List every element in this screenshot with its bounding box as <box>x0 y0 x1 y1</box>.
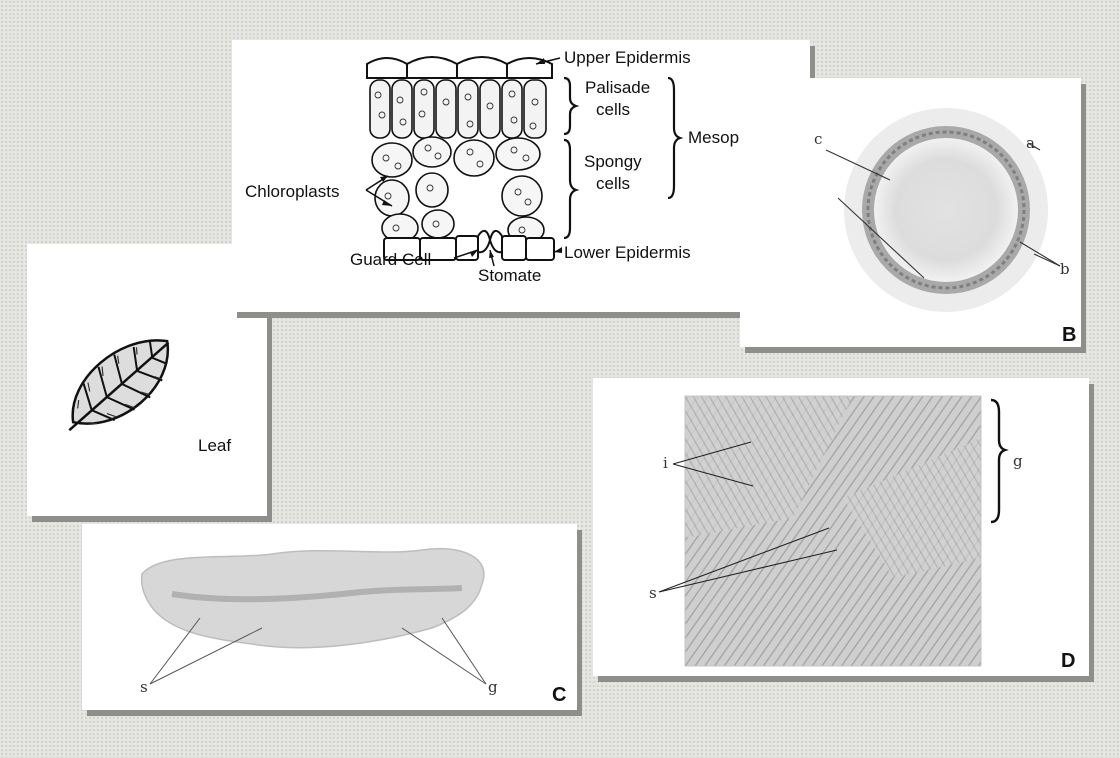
label-palisade: Palisade <box>585 78 650 98</box>
label-upper-epidermis: Upper Epidermis <box>564 48 691 68</box>
label-c-s: s <box>140 678 148 696</box>
label-lower-epidermis: Lower Epidermis <box>564 243 691 263</box>
label-chloroplasts: Chloroplasts <box>245 182 340 202</box>
leaf-illustration <box>27 244 267 516</box>
label-d-i: i <box>663 454 668 472</box>
label-palisade-cells: cells <box>596 100 630 120</box>
leaf-panel: Leaf <box>27 244 267 516</box>
panel-b: c a b B <box>740 78 1081 347</box>
panel-c: s g C <box>82 524 577 710</box>
cross-section-micrograph <box>740 78 1081 347</box>
label-spongy-cells: cells <box>596 174 630 194</box>
label-b-c: c <box>814 130 822 148</box>
leaf-label: Leaf <box>198 436 231 456</box>
label-d-s: s <box>649 584 657 602</box>
label-b-b: b <box>1060 260 1070 278</box>
section-micrograph-c <box>82 524 577 710</box>
panel-letter-d: D <box>1061 650 1075 673</box>
label-b-a: a <box>1026 134 1035 152</box>
panel-d: i g s D <box>593 378 1089 676</box>
label-spongy: Spongy <box>584 152 642 172</box>
panel-letter-b: B <box>1062 324 1076 347</box>
label-d-g: g <box>1013 452 1023 470</box>
label-guard-cell: Guard Cell <box>350 250 431 270</box>
panel-letter-c: C <box>552 684 566 707</box>
label-stomate: Stomate <box>478 266 541 286</box>
section-micrograph-d <box>593 378 1089 676</box>
label-c-g: g <box>488 678 498 696</box>
panel-a: Upper Epidermis Palisade cells Mesophyll… <box>232 40 810 312</box>
